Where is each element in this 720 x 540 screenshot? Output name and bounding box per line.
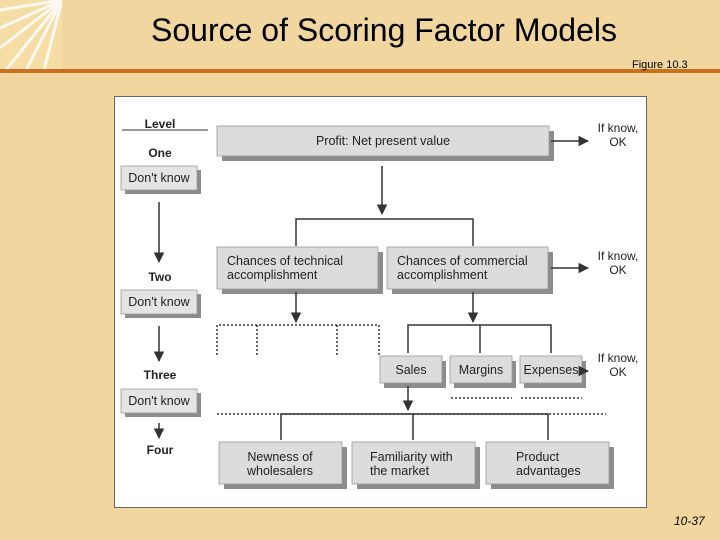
decorative-rays xyxy=(0,0,62,70)
level-four-label: Four xyxy=(147,443,174,457)
dont-know-box-one: Don't know xyxy=(120,165,201,194)
commercial-box: Chances of commercial accomplishment xyxy=(386,246,553,294)
dont-know-box-two: Don't know xyxy=(120,289,201,318)
if-know-ok-one: OK xyxy=(609,135,626,149)
sales-box-text: Sales xyxy=(395,363,426,377)
figure-frame xyxy=(114,96,647,508)
familiarity-box-line2: the market xyxy=(370,464,430,478)
if-know-label-three: If know, xyxy=(598,351,639,365)
header-rule xyxy=(0,69,720,73)
product-box-line1: Product xyxy=(516,450,560,464)
figure-label: Figure 10.3 xyxy=(632,59,688,71)
if-know-label-two: If know, xyxy=(598,249,639,263)
dont-know-text: Don't know xyxy=(128,295,190,309)
level-three-label: Three xyxy=(144,368,177,382)
expenses-box-text: Expenses xyxy=(524,363,579,377)
dont-know-text: Don't know xyxy=(128,394,190,408)
technical-box-line1: Chances of technical xyxy=(227,254,343,268)
technical-dotted-bracket xyxy=(216,324,380,355)
newness-box-line2: wholesalers xyxy=(246,464,313,478)
product-box: Product advantages xyxy=(485,441,614,489)
newness-box-line1: Newness of xyxy=(247,450,313,464)
commercial-box-line2: accomplishment xyxy=(397,268,488,282)
slide-title: Source of Scoring Factor Models xyxy=(151,12,617,48)
level-two-label: Two xyxy=(148,270,171,284)
if-know-ok-two: OK xyxy=(609,263,626,277)
expenses-box: Expenses xyxy=(519,355,586,388)
familiarity-box: Familiarity with the market xyxy=(351,441,480,489)
commercial-box-line1: Chances of commercial xyxy=(397,254,528,268)
scoring-factor-diagram: Level One Don't know Two Don't know Thre… xyxy=(120,117,639,489)
technical-box: Chances of technical accomplishment xyxy=(216,246,383,294)
level-one-label: One xyxy=(148,146,172,160)
if-know-ok-three: OK xyxy=(609,365,626,379)
profit-box: Profit: Net present value xyxy=(216,125,554,161)
sales-box: Sales xyxy=(379,355,446,388)
margins-box-text: Margins xyxy=(459,363,503,377)
product-box-line2: advantages xyxy=(516,464,581,478)
profit-box-text: Profit: Net present value xyxy=(316,134,450,148)
technical-box-line2: accomplishment xyxy=(227,268,318,282)
level-header: Level xyxy=(145,117,176,131)
familiarity-box-line1: Familiarity with xyxy=(370,450,453,464)
level-four-bracket xyxy=(280,413,549,440)
page-number: 10-37 xyxy=(674,514,705,528)
dont-know-text: Don't know xyxy=(128,171,190,185)
if-know-label-one: If know, xyxy=(598,121,639,135)
connector-level-two-bracket xyxy=(295,218,474,246)
margins-box: Margins xyxy=(449,355,516,388)
newness-box: Newness of wholesalers xyxy=(218,441,347,489)
dont-know-box-three: Don't know xyxy=(120,388,201,417)
